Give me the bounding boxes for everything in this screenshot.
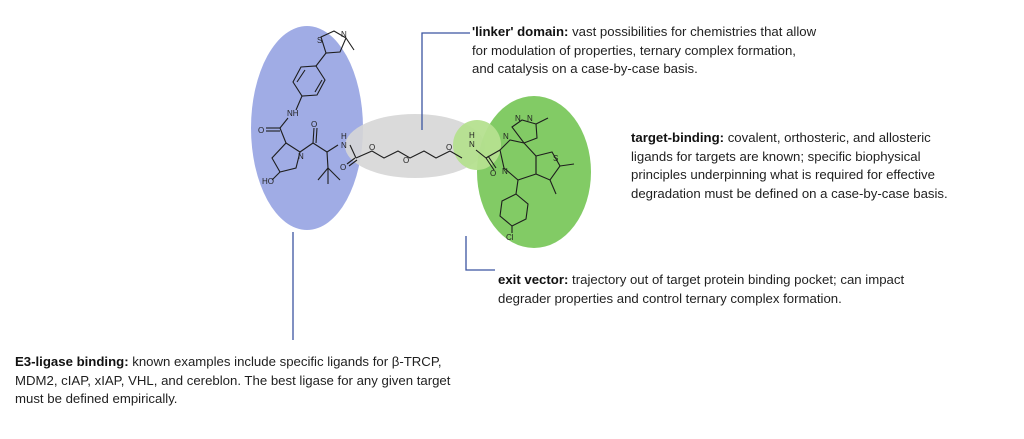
target-binding-region — [477, 96, 591, 248]
atom-s-thiazole: S — [317, 36, 322, 45]
atom-n-amide2: N — [341, 141, 347, 150]
atom-n-triazole1: N — [515, 114, 521, 123]
target-sep: : — [719, 130, 725, 145]
atom-n-triazole3: N — [503, 132, 509, 141]
atom-nh-amide: NH — [287, 109, 299, 118]
target-line-4: degradation must be defined on a case-by… — [631, 185, 948, 201]
atom-cl: Cl — [506, 233, 514, 242]
e3-line-2: MDM2, cIAP, xIAP, VHL, and cereblon. The… — [15, 372, 451, 388]
exit-vector-annotation: exit vector: trajectory out of target pr… — [498, 271, 988, 308]
linker-region — [345, 114, 485, 178]
e3-ligase-region — [251, 26, 363, 230]
exit-line-2: degrader properties and control ternary … — [498, 290, 842, 306]
e3-line-1: known examples include specific ligands … — [128, 354, 442, 369]
atom-o-ether2: O — [403, 156, 409, 165]
e3-term: E3-ligase binding — [15, 354, 125, 369]
e3-sep: : — [124, 354, 129, 369]
exit-line-1: trajectory out of target protein binding… — [568, 272, 905, 287]
atom-s-thiophene: S — [553, 154, 558, 163]
linker-annotation: 'linker' domain: vast possibilities for … — [472, 23, 912, 79]
linker-term: 'linker' domain — [472, 24, 565, 39]
e3-ligase-annotation: E3-ligase binding: known examples includ… — [15, 353, 575, 409]
atom-h-amide4: H — [469, 131, 475, 140]
atom-h-amide2: H — [341, 132, 347, 141]
linker-line-3: and catalysis on a case-by-case basis. — [472, 61, 698, 76]
target-line-1: covalent, orthosteric, and allosteric — [724, 130, 931, 145]
linker-sep: : — [564, 24, 569, 39]
atom-n-diazepine: N — [502, 167, 508, 176]
molecule-bonds — [266, 30, 575, 233]
atom-n-triazole2: N — [527, 114, 533, 123]
atom-n-amide4: N — [469, 140, 475, 149]
exit-term: exit vector — [498, 272, 564, 287]
linker-line-2: for modulation of properties, ternary co… — [472, 42, 796, 58]
exit-vector-callout-line — [465, 236, 495, 271]
atom-ho: HO — [262, 177, 274, 186]
atom-n-pyrrolidine: N — [298, 152, 304, 161]
target-binding-annotation: target-binding: covalent, orthosteric, a… — [631, 129, 1021, 203]
target-line-3: principles underpinning what is required… — [631, 167, 935, 182]
target-line-2: ligands for targets are known; specific … — [631, 148, 921, 164]
exit-sep: : — [563, 272, 569, 287]
atom-n-thiazole: N — [341, 30, 347, 39]
atom-o-amide1: O — [258, 126, 264, 135]
atom-o-amide2: O — [311, 120, 317, 129]
exit-vector-region — [453, 120, 501, 170]
atom-o-amide3: O — [340, 163, 346, 172]
e3-line-3: must be defined empirically. — [15, 391, 178, 406]
atom-o-amide4: O — [490, 169, 496, 178]
target-term: target-binding — [631, 130, 720, 145]
atom-o-ether3: O — [446, 143, 452, 152]
molecule-atom-labels: S N NH O N O H N O O O O H N O N N N N S… — [258, 30, 558, 242]
atom-o-ether1: O — [369, 143, 375, 152]
linker-line-1: vast possibilities for chemistries that … — [568, 24, 817, 39]
linker-callout-line — [421, 32, 470, 130]
